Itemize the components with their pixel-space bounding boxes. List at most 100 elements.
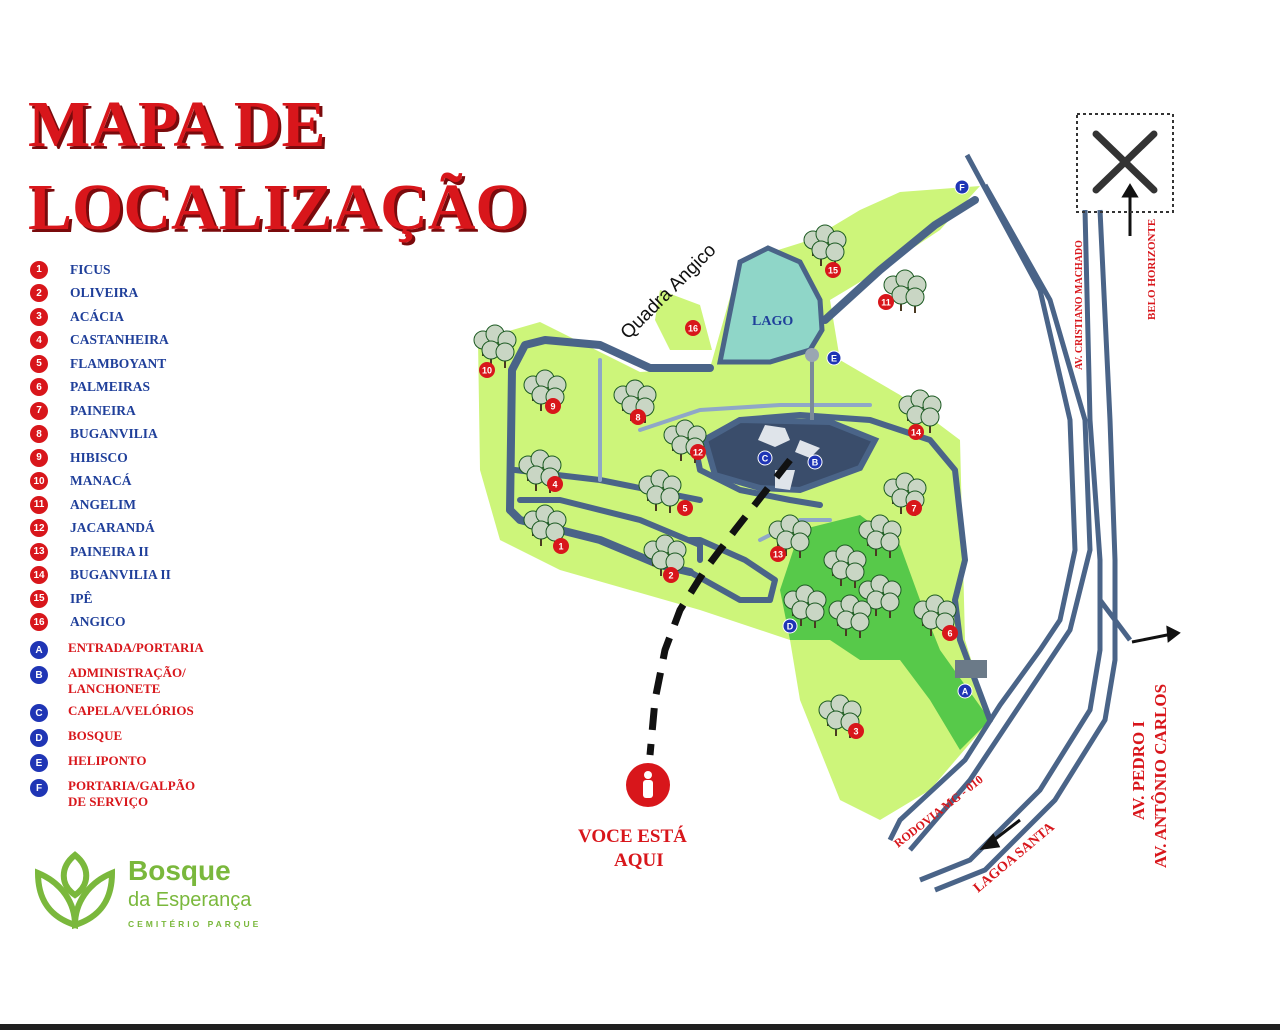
quadra-marker-label: 10 — [482, 366, 492, 376]
facility-marker-label: C — [762, 454, 769, 464]
road-bh-label: BELO HORIZONTE — [1146, 219, 1158, 320]
quadra-marker-label: 15 — [828, 266, 838, 276]
quadra-marker — [479, 362, 495, 378]
facility-letter-badge: B — [30, 666, 48, 684]
road-pedro-label: AV. PEDRO I — [1129, 721, 1148, 820]
quadra-legend-item: 10 MANACÁ — [30, 470, 290, 494]
quadra-number-badge: 1 — [30, 260, 48, 279]
quadra-number-badge: 15 — [30, 589, 48, 608]
quadra-number-badge: 5 — [30, 354, 48, 373]
quadra-marker-label: 16 — [688, 324, 698, 334]
park-grass-north — [655, 290, 712, 350]
road-antonio-label: AV. ANTÔNIO CARLOS — [1151, 684, 1170, 868]
facility-letter-badge: E — [30, 754, 48, 772]
quadra-name: PAINEIRA II — [70, 543, 149, 559]
quadra-marker — [825, 262, 841, 278]
tree-icon — [880, 592, 900, 612]
quadra-marker — [690, 444, 706, 460]
page-title-line2: LOCALIZAÇÃO — [28, 171, 527, 244]
quadra-legend-item: 4 CASTANHEIRA — [30, 329, 290, 353]
tree-icon — [825, 242, 845, 262]
quadra-name: HIBISCO — [70, 449, 128, 465]
facility-marker-label: F — [959, 183, 965, 193]
chapel-building — [758, 425, 790, 447]
tree-icon — [790, 532, 810, 552]
quadra-name: FICUS — [70, 261, 111, 277]
central-plaza — [701, 416, 880, 494]
quadra-marker — [545, 398, 561, 414]
quadra-name: MANACÁ — [70, 473, 132, 489]
trees-layer — [473, 224, 957, 738]
quadra-marker-label: 7 — [911, 504, 916, 514]
quadra-number-badge: 11 — [30, 495, 48, 514]
tree-icon — [660, 487, 680, 507]
quadra-number-badge: 3 — [30, 307, 48, 326]
facility-marker — [807, 454, 823, 470]
quadra-number-badge: 12 — [30, 519, 48, 538]
you-are-here-line2: AQUI — [614, 850, 664, 871]
quadra-marker-label: 11 — [881, 298, 891, 308]
quadra-number-badge: 10 — [30, 472, 48, 491]
facility-marker-label: E — [831, 354, 837, 364]
facility-marker-label: B — [812, 458, 819, 468]
quadra-number-badge: 8 — [30, 425, 48, 444]
quadra-marker-label: 3 — [853, 727, 858, 737]
you-are-here-path — [646, 457, 793, 756]
quadra-marker-label: 12 — [693, 448, 703, 458]
logo: Bosque da Esperança CEMITÉRIO PARQUE — [30, 845, 330, 935]
quadra-marker-label: 13 — [773, 550, 783, 560]
quadra-legend-item: 1 FICUS — [30, 258, 290, 282]
quadra-legend-item: 11 ANGELIM — [30, 493, 290, 517]
quadra-name: CASTANHEIRA — [70, 332, 169, 348]
page-title-line1: MAPA DE — [28, 88, 326, 161]
facility-name: PORTARIA/GALPÃO DE SERVIÇO — [68, 778, 196, 809]
facility-name: HELIPONTO — [68, 753, 147, 768]
quadra-number-badge: 9 — [30, 448, 48, 467]
quadra-marker — [848, 723, 864, 739]
quadra-marker-label: 8 — [635, 413, 640, 423]
tree-icon — [905, 287, 925, 307]
quadra-marker-label: 1 — [558, 542, 563, 552]
quadra-marker — [908, 424, 924, 440]
road-cristiano-label: AV. CRISTIANO MACHADO — [1074, 240, 1085, 370]
leaf-logo-icon — [34, 851, 116, 930]
tree-icon — [880, 532, 900, 552]
quadra-name: ANGELIM — [70, 496, 137, 512]
logo-name-second: da Esperança — [128, 889, 252, 911]
quadra-name: OLIVEIRA — [70, 285, 139, 301]
quadra-marker — [770, 546, 786, 562]
facility-marker — [782, 618, 798, 634]
tree-icon — [850, 612, 870, 632]
logo-subtitle: CEMITÉRIO PARQUE — [128, 919, 262, 929]
quadra-number-badge: 16 — [30, 613, 48, 632]
quadra-legend-item: 9 HIBISCO — [30, 446, 290, 470]
quadra-name: ANGICO — [70, 614, 126, 630]
lago-label: LAGO — [752, 314, 793, 329]
quadra-name: BUGANVILIA II — [70, 567, 171, 583]
quadra-marker — [906, 500, 922, 516]
facility-letter-badge: C — [30, 704, 48, 722]
quadra-marker — [553, 538, 569, 554]
quadra-number-badge: 7 — [30, 401, 48, 420]
quadra-number-badge: 4 — [30, 331, 48, 350]
facility-name: ADMINISTRAÇÃO/ LANCHONETE — [68, 665, 186, 696]
lago-lake — [716, 245, 825, 365]
you-are-here-line1: VOCE ESTÁ — [578, 825, 687, 847]
facility-letter-badge: D — [30, 729, 48, 747]
quadra-number-badge: 2 — [30, 284, 48, 303]
close-icon[interactable] — [1076, 113, 1174, 213]
quadra-marker-label: 9 — [550, 402, 555, 412]
facility-legend-item: B ADMINISTRAÇÃO/ LANCHONETE — [30, 665, 290, 697]
bottom-bar — [0, 1024, 1280, 1030]
tree-icon — [495, 342, 515, 362]
